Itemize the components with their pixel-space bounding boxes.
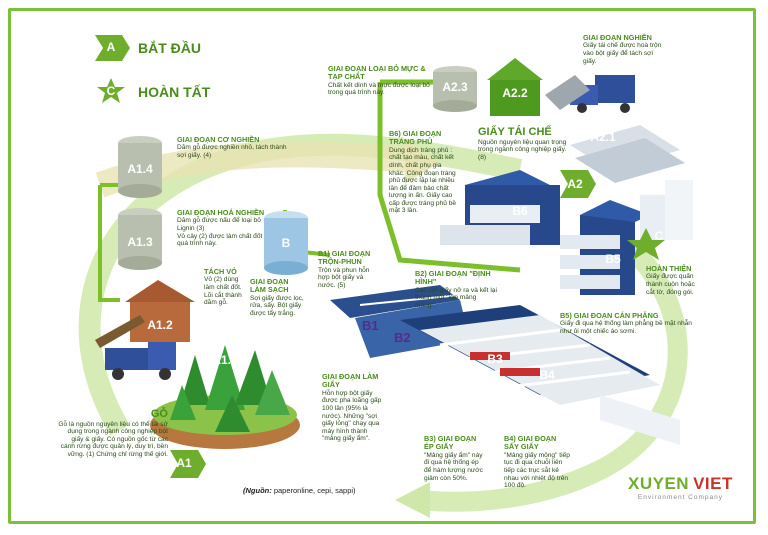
node-c: C — [654, 229, 664, 243]
step-a23: GIAI ĐOẠN LOẠI BỎ MỰC & TẠP CHẤT Chất kế… — [328, 64, 430, 97]
node-b5: B5 — [605, 252, 621, 266]
node-a11: A1.1 — [212, 353, 238, 367]
diagram-frame — [8, 8, 756, 524]
step-lamgiay: GIAI ĐOẠN LÀM GIẤY Hỗn hợp bột giấy được… — [322, 372, 382, 443]
node-b4: B4 — [539, 368, 555, 382]
source-credit: (Nguồn: paperonline, cepi, sappi) — [243, 486, 356, 495]
node-b1: B1 — [362, 318, 379, 333]
marker-a2-icon — [560, 170, 596, 198]
brand-name-b: VIET — [693, 474, 733, 493]
step-b5: B5) GIAI ĐOẠN CÁN PHẲNG Giấy đi qua hệ t… — [560, 311, 692, 335]
step-b1: B1) GIAI ĐOẠN TRỘN-PHUN Trộn và phun hỗn… — [318, 249, 371, 289]
flow-arrow-right — [419, 232, 688, 512]
step-b2: B2) GIAI ĐOẠN "ĐỊNH HÌNH" Các sợi giấy n… — [415, 269, 497, 309]
step-b4: B4) GIAI ĐOẠN SẤY GIẤY "Mảng giấy mỏng" … — [504, 434, 570, 490]
step-a21: GIẤY TÁI CHẾ Nguồn nguyên liệu quan trọn… — [478, 126, 567, 161]
node-b6: B6 — [512, 204, 528, 218]
node-b: B — [281, 236, 291, 250]
node-b2: B2 — [394, 330, 411, 345]
step-a22: GIAI ĐOẠN NGHIỀN Giấy tái chế được hoà t… — [583, 33, 662, 65]
flow-arrow-head-bottom — [395, 482, 430, 518]
node-a23: A2.3 — [442, 80, 468, 94]
flow-arrow-head-upper — [405, 140, 440, 184]
step-a12: TÁCH VỎ Vỏ (2) dùng làm chất đốt. Lõi cắ… — [204, 267, 242, 307]
step-b6: B6) GIAI ĐOẠN TRÁNG PHỦ Dung dịch tráng … — [389, 129, 457, 215]
node-b3: B3 — [487, 352, 503, 366]
node-a14: A1.4 — [127, 162, 153, 176]
pipe-5 — [98, 185, 120, 302]
step-c: HOÀN THIỆN Giấy được quấn thành cuộn hoặ… — [646, 264, 695, 296]
marker-a1-icon — [170, 450, 206, 478]
node-a1: A1 — [176, 456, 192, 470]
node-a13: A1.3 — [127, 235, 153, 249]
node-a21: A2.1 — [590, 130, 616, 144]
node-a2: A2 — [567, 177, 583, 191]
step-a14: GIAI ĐOẠN CƠ NGHIỀN Dăm gỗ được nghiền n… — [177, 135, 287, 159]
start-arrow-icon — [95, 35, 130, 61]
legend-end-label: HOÀN TẤT — [138, 84, 211, 100]
legend-start-letter: A — [106, 40, 116, 54]
node-a22: A2.2 — [502, 86, 528, 100]
step-a13: GIAI ĐOẠN HOÁ NGHIỀN Dăm gỗ được nấu để … — [177, 208, 265, 248]
legend-start-label: BẮT ĐẦU — [138, 40, 201, 56]
legend-end-letter: C — [106, 84, 116, 98]
step-b: GIAI ĐOẠN LÀM SẠCH Sợi giấy được lọc, rử… — [250, 277, 304, 317]
end-star-icon — [97, 78, 125, 103]
node-a12: A1.2 — [147, 318, 173, 332]
step-b3: B3) GIAI ĐOẠN ÉP GIẤY "Mảng giấy ẩm" này… — [424, 434, 483, 482]
pipe — [377, 82, 521, 273]
step-go: GỖ Gỗ là nguồn nguyên liệu có thể tái sử… — [58, 408, 168, 458]
brand-tagline: Environment Company — [637, 494, 723, 501]
brand-name-a: XUYEN — [628, 474, 690, 493]
